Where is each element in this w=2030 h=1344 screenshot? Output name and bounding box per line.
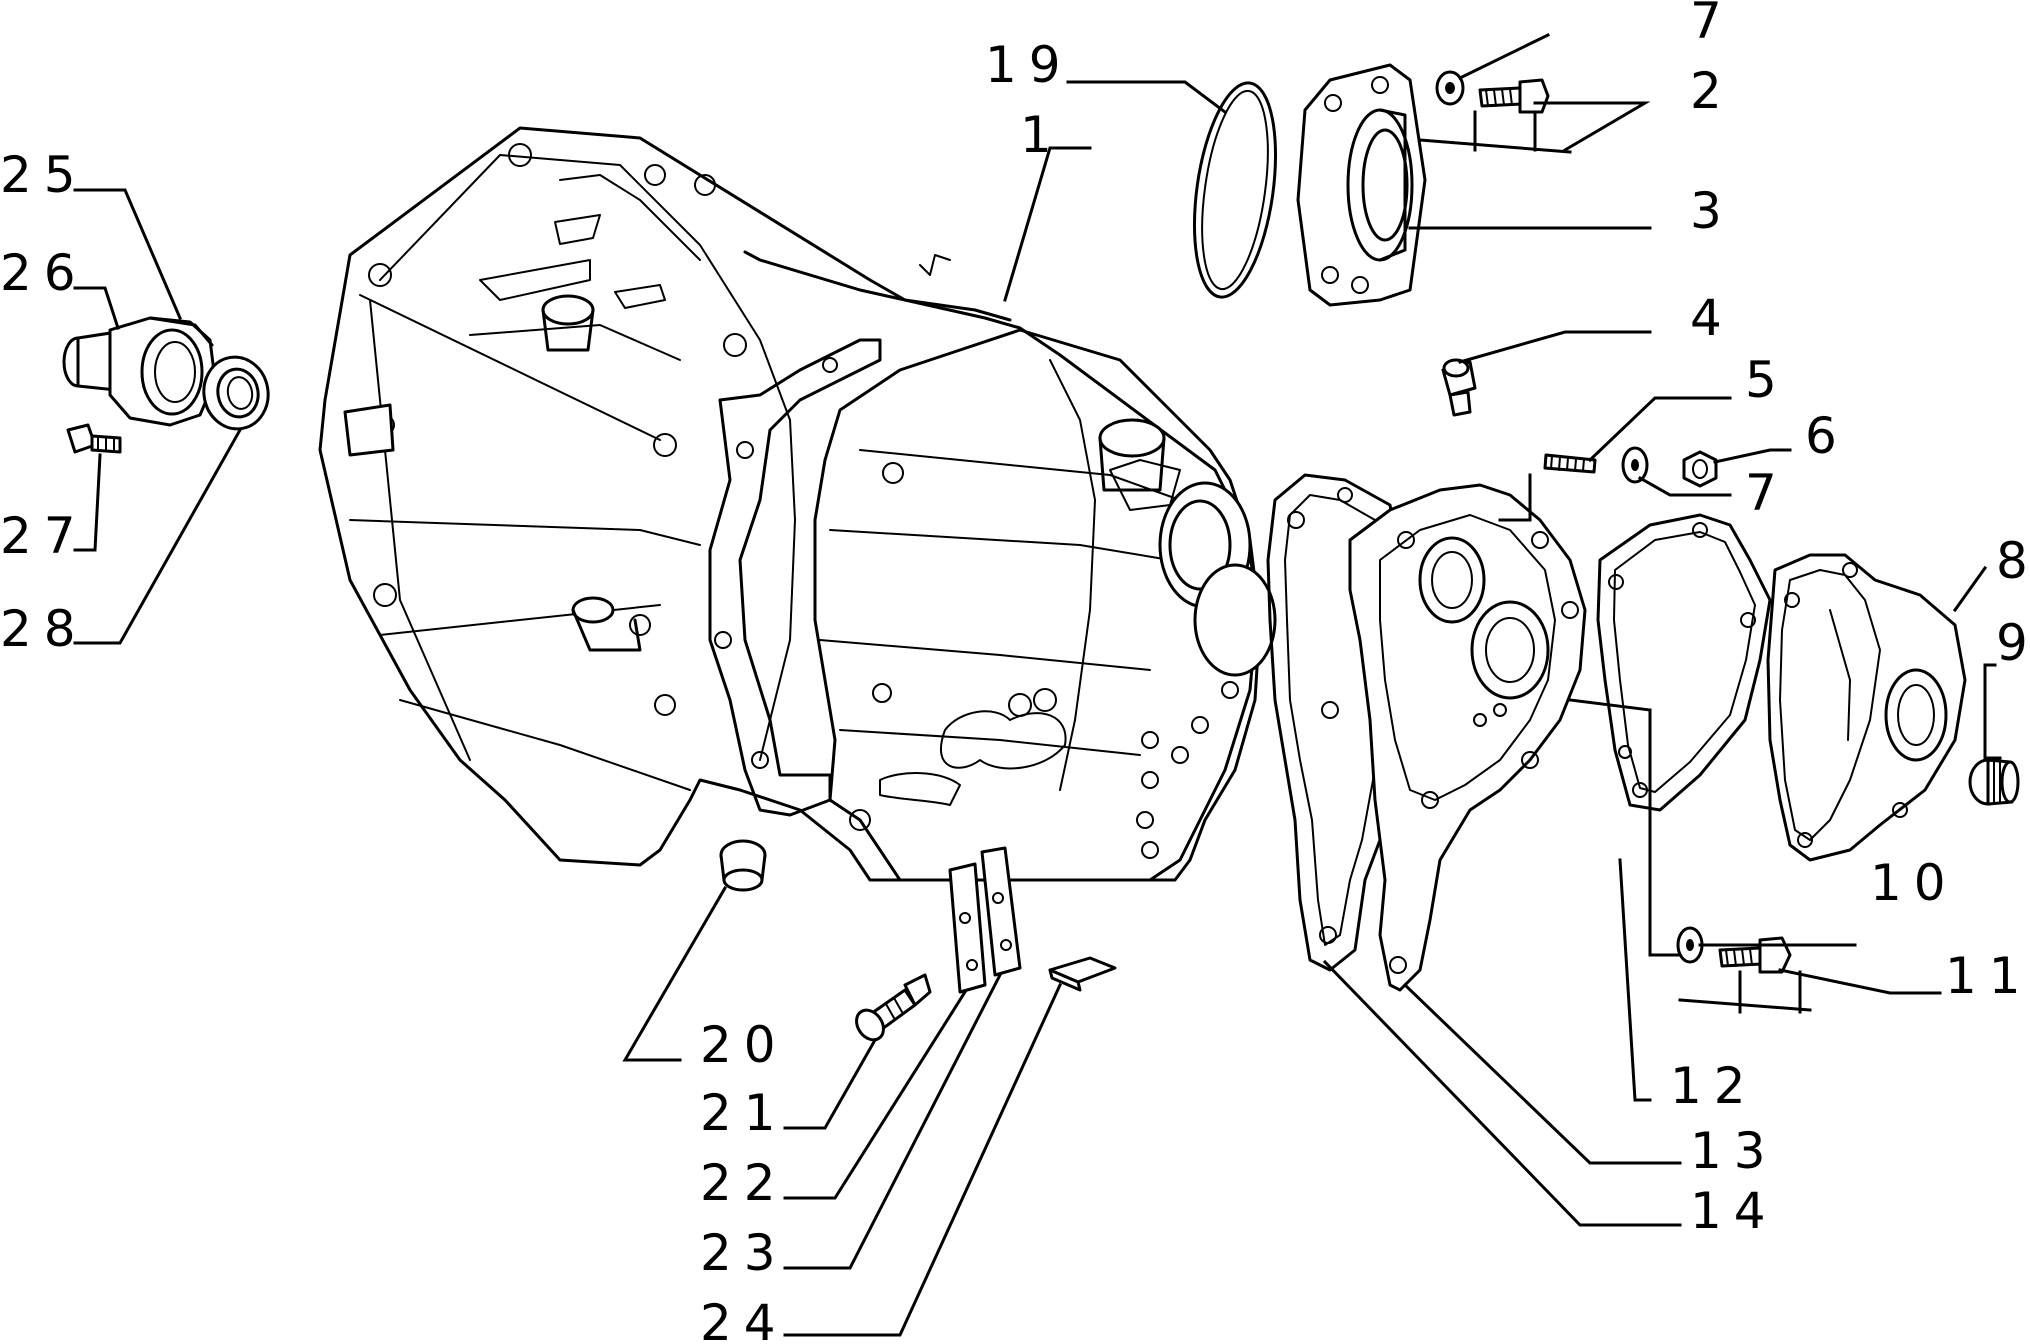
washer-7-mid [1621, 446, 1649, 484]
intermediate-plate-13 [1348, 483, 1587, 992]
callout-7-mid: 7 [1745, 464, 1789, 522]
callout-23: 23 [700, 1224, 788, 1282]
callout-9: 9 [1996, 614, 2030, 672]
bleed-screw-27 [66, 423, 122, 454]
callout-6: 6 [1805, 407, 1849, 465]
bolt-2 [1478, 78, 1550, 114]
callout-8: 8 [1996, 532, 2030, 590]
bearing-flange-3 [1296, 63, 1427, 307]
bolt-11 [1718, 936, 1792, 974]
callout-4: 4 [1690, 289, 1734, 347]
callout-22: 22 [700, 1154, 788, 1212]
callout-25: 25 [0, 146, 88, 204]
nut-6 [1682, 450, 1718, 488]
callout-13: 13 [1690, 1122, 1778, 1180]
callout-5: 5 [1745, 351, 1789, 409]
callout-2: 2 [1690, 62, 1734, 120]
plug-9 [1968, 758, 2020, 806]
callout-27: 27 [0, 507, 88, 565]
callout-10: 10 [1870, 854, 1958, 912]
plate-23 [980, 846, 1022, 977]
callout-11: 11 [1945, 947, 2030, 1005]
callout-14: 14 [1690, 1182, 1778, 1240]
pad-24 [1048, 956, 1117, 992]
stud-5 [1543, 453, 1597, 474]
guide-sleeve-26 [62, 316, 217, 427]
callout-21: 21 [700, 1084, 788, 1142]
washer-7-top [1435, 70, 1465, 106]
seal-28 [202, 355, 270, 431]
plug-20 [719, 839, 767, 892]
callout-7-top: 7 [1690, 0, 1734, 50]
callout-1: 1 [1020, 106, 1064, 164]
o-ring-19 [1192, 81, 1278, 299]
breather-plug-4 [1441, 358, 1477, 417]
leader-lines [73, 32, 2002, 1337]
gasket-12 [1596, 513, 1772, 812]
plate-22 [948, 862, 987, 994]
callout-3: 3 [1690, 182, 1734, 240]
bolt-21 [855, 973, 932, 1042]
callout-28: 28 [0, 600, 88, 658]
callout-24: 24 [700, 1294, 788, 1344]
transmission-housing [318, 126, 1277, 882]
callout-12: 12 [1670, 1057, 1758, 1115]
washer-10 [1676, 926, 1704, 964]
callout-26: 26 [0, 244, 88, 302]
rear-cover-8 [1766, 553, 1967, 862]
callout-19: 19 [985, 36, 1073, 94]
seal-ring-25 [148, 316, 214, 347]
callout-20: 20 [700, 1016, 788, 1074]
